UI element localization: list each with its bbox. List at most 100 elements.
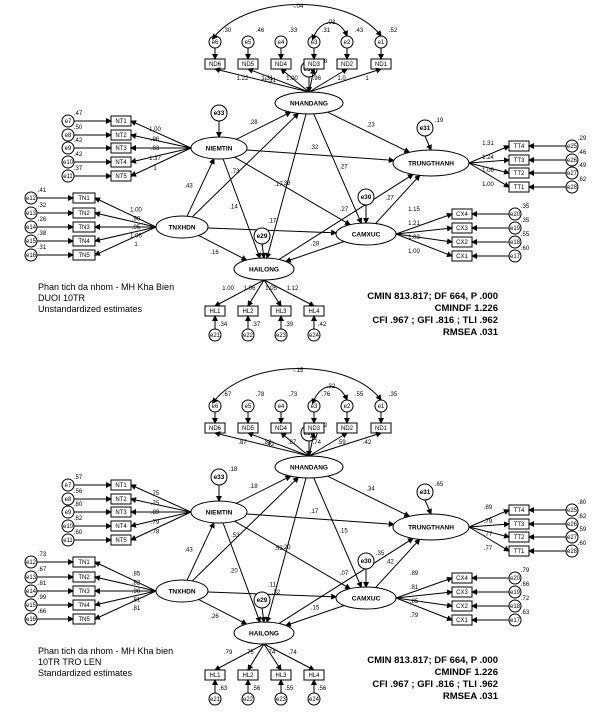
indicator-label-tnxhdn-1: TN1 bbox=[78, 196, 90, 202]
loading-tnxhdn-1: 1.00 bbox=[130, 208, 142, 214]
covariance-e3-e2 bbox=[311, 22, 348, 41]
r2-camxuc: .35 bbox=[376, 551, 385, 557]
error-label-tnxhdn-3: e14 bbox=[26, 225, 37, 231]
loading-path-camxuc-3 bbox=[395, 233, 453, 245]
indicator-label-niemtin-2: NT2 bbox=[115, 133, 127, 139]
path-coef-niemtin-hailong: .14 bbox=[229, 204, 238, 210]
loading-niemtin-1: .75 bbox=[151, 491, 160, 497]
error-label-tnxhdn-1: e12 bbox=[26, 196, 37, 202]
loading-camxuc-2: .81 bbox=[410, 585, 419, 591]
loading-path-tnxhdn-4 bbox=[94, 590, 157, 607]
latent-label-camxuc: CAMXUC bbox=[352, 232, 381, 239]
loading-path-camxuc-3 bbox=[395, 597, 453, 609]
loading-trungthanh-3: 1.06 bbox=[482, 168, 494, 174]
loading-tnxhdn-5: 1 bbox=[134, 242, 138, 248]
loading-niemtin-1: 1.00 bbox=[149, 127, 161, 133]
indicator-label-hailong-1: HL1 bbox=[209, 309, 221, 315]
latent-label-tnxhdn: TNXHDN bbox=[168, 589, 195, 596]
indicator-label-tnxhdn-3: TN3 bbox=[78, 589, 90, 595]
indicator-label-niemtin-3: NT3 bbox=[115, 146, 127, 152]
indicator-label-nhandang-4: ND3 bbox=[308, 62, 321, 68]
error-label-niemtin-5: e11 bbox=[63, 174, 73, 180]
indicator-label-nhandang-6: ND1 bbox=[375, 62, 388, 68]
error-label-nhandang-4: e3 bbox=[311, 40, 318, 46]
loading-path-hailong-3 bbox=[263, 279, 282, 307]
loading-trungthanh-2: .79 bbox=[484, 519, 493, 525]
disturbance-label-hailong: e29 bbox=[257, 233, 268, 240]
error-label-nhandang-5: e2 bbox=[344, 404, 351, 410]
cov-label-top: .42 bbox=[266, 442, 275, 448]
path-coef-hailong-trungthanh: .07 bbox=[340, 571, 349, 577]
indicator-label-hailong-4: HL4 bbox=[308, 673, 320, 679]
item-est-hailong-3: .39 bbox=[285, 322, 294, 328]
indicator-label-hailong-2: HL2 bbox=[242, 309, 254, 315]
path-camxuc-to-trungthanh bbox=[375, 538, 421, 588]
item-est-nhandang-2: .46 bbox=[256, 28, 265, 34]
disturbance-path-hailong bbox=[260, 243, 267, 259]
latent-label-hailong: HAILONG bbox=[249, 267, 279, 274]
path-nhandang-to-trungthanh bbox=[327, 111, 411, 153]
item-est-niemtin-1: .47 bbox=[74, 111, 83, 117]
item-est-nhandang-5: .43 bbox=[355, 28, 364, 34]
loading-tnxhdn-2: .90 bbox=[132, 217, 141, 223]
path-coef-niemtin-trungthanh: .17 bbox=[310, 509, 319, 515]
indicator-label-camxuc-3: CX2 bbox=[456, 604, 468, 610]
path-camxuc-to-trungthanh bbox=[375, 174, 421, 224]
path-tnxhdn-to-nhandang bbox=[191, 112, 300, 218]
indicator-label-camxuc-1: CX4 bbox=[456, 576, 468, 582]
fit-stat-line-3: CFI .967 ; GFI .816 ; TLI .962 bbox=[372, 315, 498, 326]
indicator-label-nhandang-3: ND4 bbox=[275, 62, 288, 68]
error-label-niemtin-5: e11 bbox=[63, 538, 73, 544]
loading-hailong-1: 1.00 bbox=[222, 286, 234, 292]
path-coef-niemtin-hailong: .20 bbox=[229, 568, 238, 574]
loading-path-tnxhdn-4 bbox=[94, 226, 157, 243]
loading-hailong-4: .74 bbox=[288, 650, 297, 656]
latent-label-tnxhdn: TNXHDN bbox=[168, 225, 195, 232]
loading-path-hailong-2 bbox=[247, 643, 265, 671]
loading-trungthanh-4: 1.00 bbox=[482, 182, 494, 188]
item-est-tnxhdn-4: .38 bbox=[38, 231, 47, 237]
loading-nhandang-5: 1.0 bbox=[337, 76, 346, 82]
item-est-tnxhdn-2: .32 bbox=[38, 203, 47, 209]
path-coef-tnxhdn-camxuc: .17 bbox=[268, 218, 277, 224]
path-nhandang-to-hailong bbox=[265, 477, 307, 624]
item-est-nhandang-3: .33 bbox=[289, 28, 298, 34]
item-est-hailong-1: .34 bbox=[219, 322, 228, 328]
loading-niemtin-2: .96 bbox=[151, 137, 160, 143]
indicator-label-trungthanh-4: TT1 bbox=[514, 549, 525, 555]
fit-stat-line-4: RMSEA .031 bbox=[443, 327, 499, 338]
indicator-label-trungthanh-2: TT3 bbox=[514, 158, 525, 164]
fit-stat-line-2: CMINDF 1.226 bbox=[435, 667, 498, 678]
error-label-tnxhdn-4: e15 bbox=[26, 239, 37, 245]
r2-trungthanh: .65 bbox=[435, 482, 444, 488]
loading-camxuc-1: .89 bbox=[410, 571, 419, 577]
error-label-tnxhdn-5: e16 bbox=[26, 253, 37, 259]
covariance-e6-e1 bbox=[211, 4, 382, 40]
item-est-tnxhdn-3: .81 bbox=[38, 581, 47, 587]
path-coef-nhandang-camxuc: .15 bbox=[339, 529, 348, 535]
loading-camxuc-2: 1.21 bbox=[408, 221, 420, 227]
error-label-nhandang-3: e4 bbox=[278, 40, 285, 46]
path-tnxhdn-to-niemtin bbox=[186, 521, 215, 581]
indicator-label-niemtin-4: NT4 bbox=[115, 524, 127, 530]
path-coef-camxuc-hailong: .28 bbox=[311, 242, 320, 248]
item-est-hailong-4: .56 bbox=[318, 686, 327, 692]
disturbance-path-hailong bbox=[260, 607, 267, 623]
error-label-nhandang-1: e6 bbox=[212, 40, 219, 46]
loading-camxuc-1: 1.15 bbox=[408, 207, 420, 213]
path-tnxhdn-to-niemtin bbox=[186, 157, 215, 217]
indicator-label-trungthanh-3: TT2 bbox=[514, 171, 525, 177]
error-label-camxuc-1: e20 bbox=[510, 576, 521, 582]
indicator-label-nhandang-5: ND2 bbox=[341, 62, 354, 68]
path-niemtin-to-trungthanh bbox=[246, 513, 395, 528]
loading-nhandang-6: 1 bbox=[365, 76, 369, 82]
error-label-camxuc-2: e19 bbox=[510, 226, 521, 232]
loading-niemtin-4: .79 bbox=[151, 520, 160, 526]
loading-path-camxuc-4 bbox=[395, 233, 453, 257]
loading-camxuc-3: .85 bbox=[410, 599, 419, 605]
path-nhandang-to-hailong bbox=[265, 113, 307, 260]
path-coef-camxuc-trungthanh: .27 bbox=[385, 195, 394, 201]
error-label-hailong-4: e24 bbox=[309, 333, 320, 339]
item-est-nhandang-6: .35 bbox=[389, 392, 398, 398]
path-coef-tnxhdn-camxuc: .11 bbox=[268, 582, 277, 588]
